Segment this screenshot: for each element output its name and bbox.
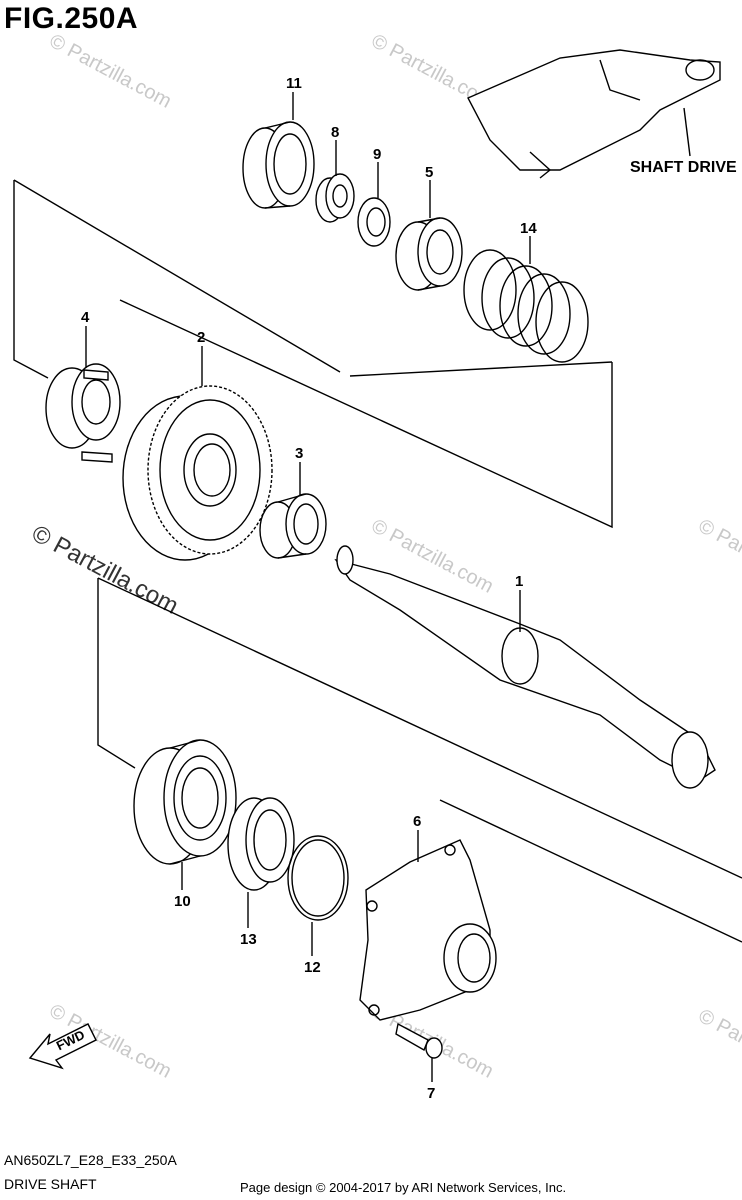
part-6-housing bbox=[359, 839, 497, 1021]
leader-lines bbox=[85, 92, 691, 1082]
part-5-collar bbox=[395, 217, 463, 291]
section-name: DRIVE SHAFT bbox=[4, 1176, 97, 1192]
callout-12[interactable]: 12 bbox=[304, 959, 321, 976]
callout-6[interactable]: 6 bbox=[413, 813, 421, 830]
callout-5[interactable]: 5 bbox=[425, 164, 433, 181]
fwd-arrow-icon: FWD bbox=[28, 1023, 97, 1070]
part-1-drive-shaft bbox=[334, 545, 716, 789]
callout-10[interactable]: 10 bbox=[174, 893, 191, 910]
part-10-bearing bbox=[133, 739, 237, 865]
lower-bracket-line bbox=[97, 577, 742, 943]
callout-9[interactable]: 9 bbox=[373, 146, 381, 163]
part-12-o-ring bbox=[287, 835, 349, 921]
callout-2[interactable]: 2 bbox=[197, 329, 205, 346]
part-14-spring bbox=[463, 249, 589, 363]
part-11-oil-seal bbox=[242, 121, 315, 209]
part-2-gear bbox=[122, 385, 273, 561]
callout-7[interactable]: 7 bbox=[427, 1085, 435, 1102]
copyright-footer: Page design © 2004-2017 by ARI Network S… bbox=[240, 1180, 567, 1195]
callout-13[interactable]: 13 bbox=[240, 931, 257, 948]
callout-1[interactable]: 1 bbox=[515, 573, 523, 590]
part-13-oil-seal bbox=[227, 797, 295, 891]
part-3-bushing bbox=[259, 493, 327, 559]
callout-11[interactable]: 11 bbox=[286, 75, 302, 92]
part-9-washer bbox=[357, 197, 391, 247]
model-code: AN650ZL7_E28_E33_250A bbox=[4, 1152, 177, 1168]
callout-3[interactable]: 3 bbox=[295, 445, 303, 462]
part-7-bolt bbox=[395, 1022, 443, 1059]
callout-14[interactable]: 14 bbox=[520, 220, 537, 237]
upper-bracket-line bbox=[13, 179, 613, 529]
reference-label-shaft-drive: SHAFT DRIVE bbox=[630, 159, 737, 176]
part-4-clutch bbox=[45, 363, 121, 463]
callout-4[interactable]: 4 bbox=[81, 309, 90, 326]
part-8-nut bbox=[315, 173, 355, 223]
figure-title: FIG.250A bbox=[4, 2, 139, 35]
callout-8[interactable]: 8 bbox=[331, 124, 339, 141]
engine-reference-inset bbox=[467, 49, 721, 179]
